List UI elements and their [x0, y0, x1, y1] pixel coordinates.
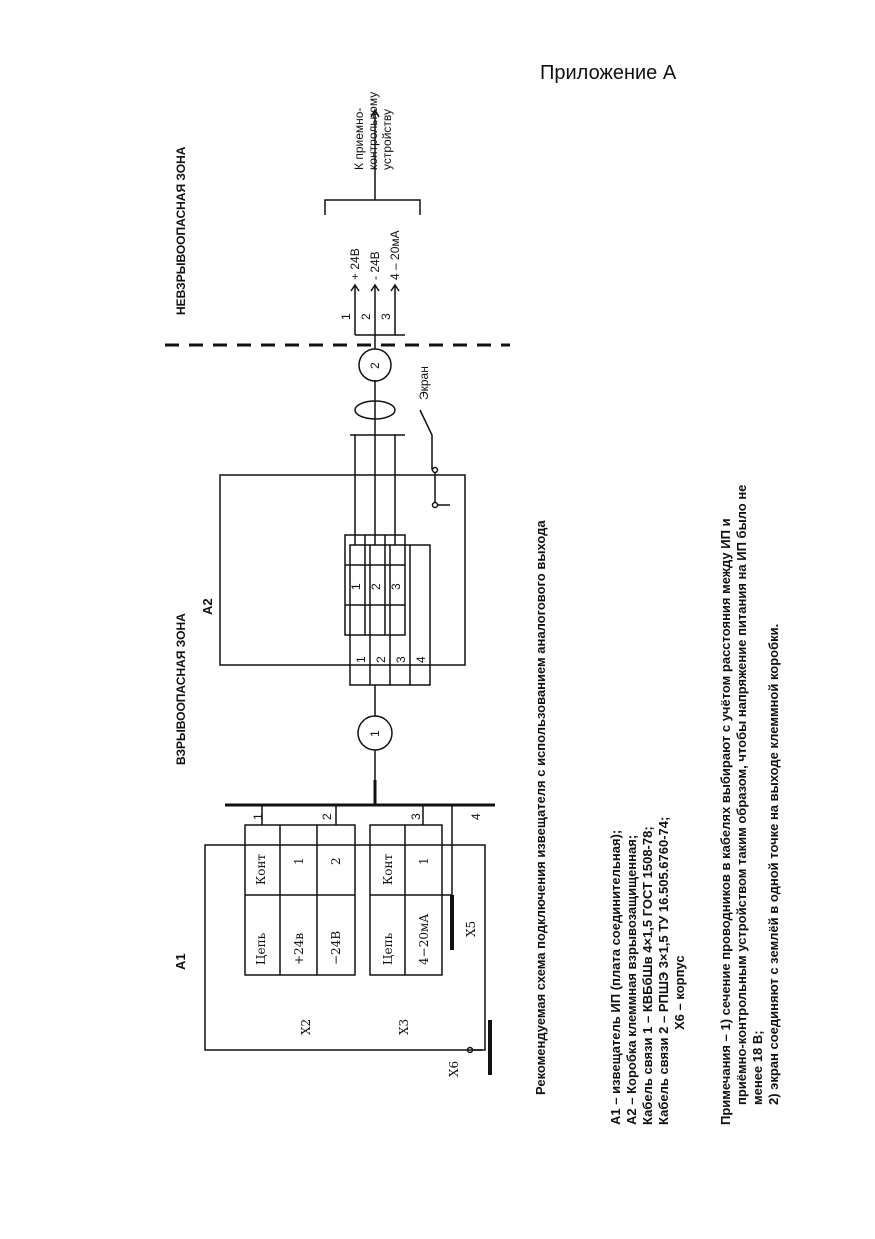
a2-box	[219, 474, 466, 666]
legend-line-2: А2 – Коробка клеммная взрывозащищенная;	[624, 835, 639, 1125]
diagram-caption: Рекомендуемая схема подключения извещате…	[533, 520, 548, 1095]
a2-output-wires	[350, 409, 450, 545]
bus-wire-1: 1	[251, 813, 265, 820]
a2-block-2: 2	[369, 583, 383, 590]
x2-row1-circuit: +24в	[292, 933, 306, 965]
cable2-label: 2	[368, 362, 382, 369]
destination-line-1: К приемно-	[352, 108, 366, 170]
a1-wires	[225, 780, 495, 920]
x5-label: Х5	[464, 921, 478, 937]
legend-line-3: Кабель связи 1 – КВБбШв 4×1,5 ГОСТ 1508-…	[640, 826, 655, 1125]
a1-box	[204, 844, 486, 1051]
legend-line-4: Кабель связи 2 – РПШЭ 3×1,5 ТУ 16.505.67…	[656, 817, 671, 1125]
destination-line-2: контрольному	[366, 92, 380, 170]
out-num-2: 2	[359, 313, 373, 320]
bus-wire-3: 3	[409, 813, 423, 820]
a1-label: А1	[173, 953, 188, 970]
zone-explosive-label: ВЗРЫВООПАСНАЯ ЗОНА	[174, 613, 188, 765]
x2-table: Цепь Конт +24в 1 −24В 2	[244, 824, 356, 976]
legend-line-1: А1 – извещатель ИП (плата соединительная…	[608, 830, 623, 1125]
legend-line-5: Х6 – корпус	[672, 955, 687, 1030]
a2-input-terminals	[349, 544, 431, 686]
a2-block-3: 3	[389, 583, 403, 590]
x2-header-circuit: Цепь	[254, 932, 268, 965]
x3-row1-circuit: 4−20мА	[417, 914, 431, 965]
out-num-3: 3	[379, 313, 393, 320]
x2-row1-contact: 1	[292, 857, 306, 865]
out-num-1: 1	[339, 313, 353, 320]
a2-in-1: 1	[354, 656, 368, 663]
x3-header-circuit: Цепь	[381, 932, 395, 965]
legend: А1 – извещатель ИП (плата соединительная…	[608, 817, 687, 1125]
bus-wire-4: 4	[469, 813, 483, 820]
page-title: Приложение А	[540, 62, 677, 84]
a2-label: А2	[200, 598, 215, 615]
note-line-4: 2) экран соединяют с землёй в одной точк…	[766, 624, 781, 1105]
x2-row2-circuit: −24В	[329, 931, 343, 965]
a2-block-1: 1	[349, 583, 363, 590]
x3-table: Цепь Конт 4−20мА 1	[369, 824, 443, 976]
out-label-1: + 24В	[348, 248, 362, 280]
x2-row2-contact: 2	[329, 857, 343, 865]
rotated-sheet: ВЗРЫВООПАСНАЯ ЗОНА НЕВЗРЫВООПАСНАЯ ЗОНА …	[150, 85, 820, 1135]
x2-label: Х2	[299, 1019, 313, 1035]
out-label-3: 4 – 20мА	[388, 230, 402, 280]
x2-header-contact: Конт	[254, 853, 268, 885]
x6-ground-icon	[466, 1020, 492, 1075]
a2-terminal-block	[344, 534, 406, 636]
bus-wire-2: 2	[320, 813, 334, 820]
a2-in-3: 3	[394, 656, 408, 663]
x6-label: Х6	[447, 1061, 461, 1077]
a2-in-4: 4	[414, 656, 428, 663]
note-line-3: менее 18 В;	[750, 1030, 765, 1105]
schematic-diagram: ВЗРЫВООПАСНАЯ ЗОНА НЕВЗРЫВООПАСНАЯ ЗОНА …	[165, 92, 781, 1125]
notes: Примечания – 1) сечение проводников в ка…	[718, 485, 781, 1125]
out-label-2: - 24В	[368, 251, 382, 280]
zone-safe-label: НЕВЗРЫВООПАСНАЯ ЗОНА	[174, 146, 188, 315]
note-line-2: приёмно-контрольным устройством таким об…	[734, 485, 749, 1105]
cable1-label: 1	[368, 730, 382, 737]
receiver-arrow	[324, 108, 421, 215]
note-line-1: Примечания – 1) сечение проводников в ка…	[718, 518, 733, 1125]
screen-label: Экран	[417, 366, 431, 400]
output-wires	[350, 283, 405, 336]
x3-header-contact: Конт	[381, 853, 395, 885]
x3-row1-contact: 1	[417, 857, 431, 865]
destination-line-3: устройству	[380, 109, 394, 170]
x3-label: Х3	[397, 1019, 411, 1035]
a2-in-2: 2	[374, 656, 388, 663]
